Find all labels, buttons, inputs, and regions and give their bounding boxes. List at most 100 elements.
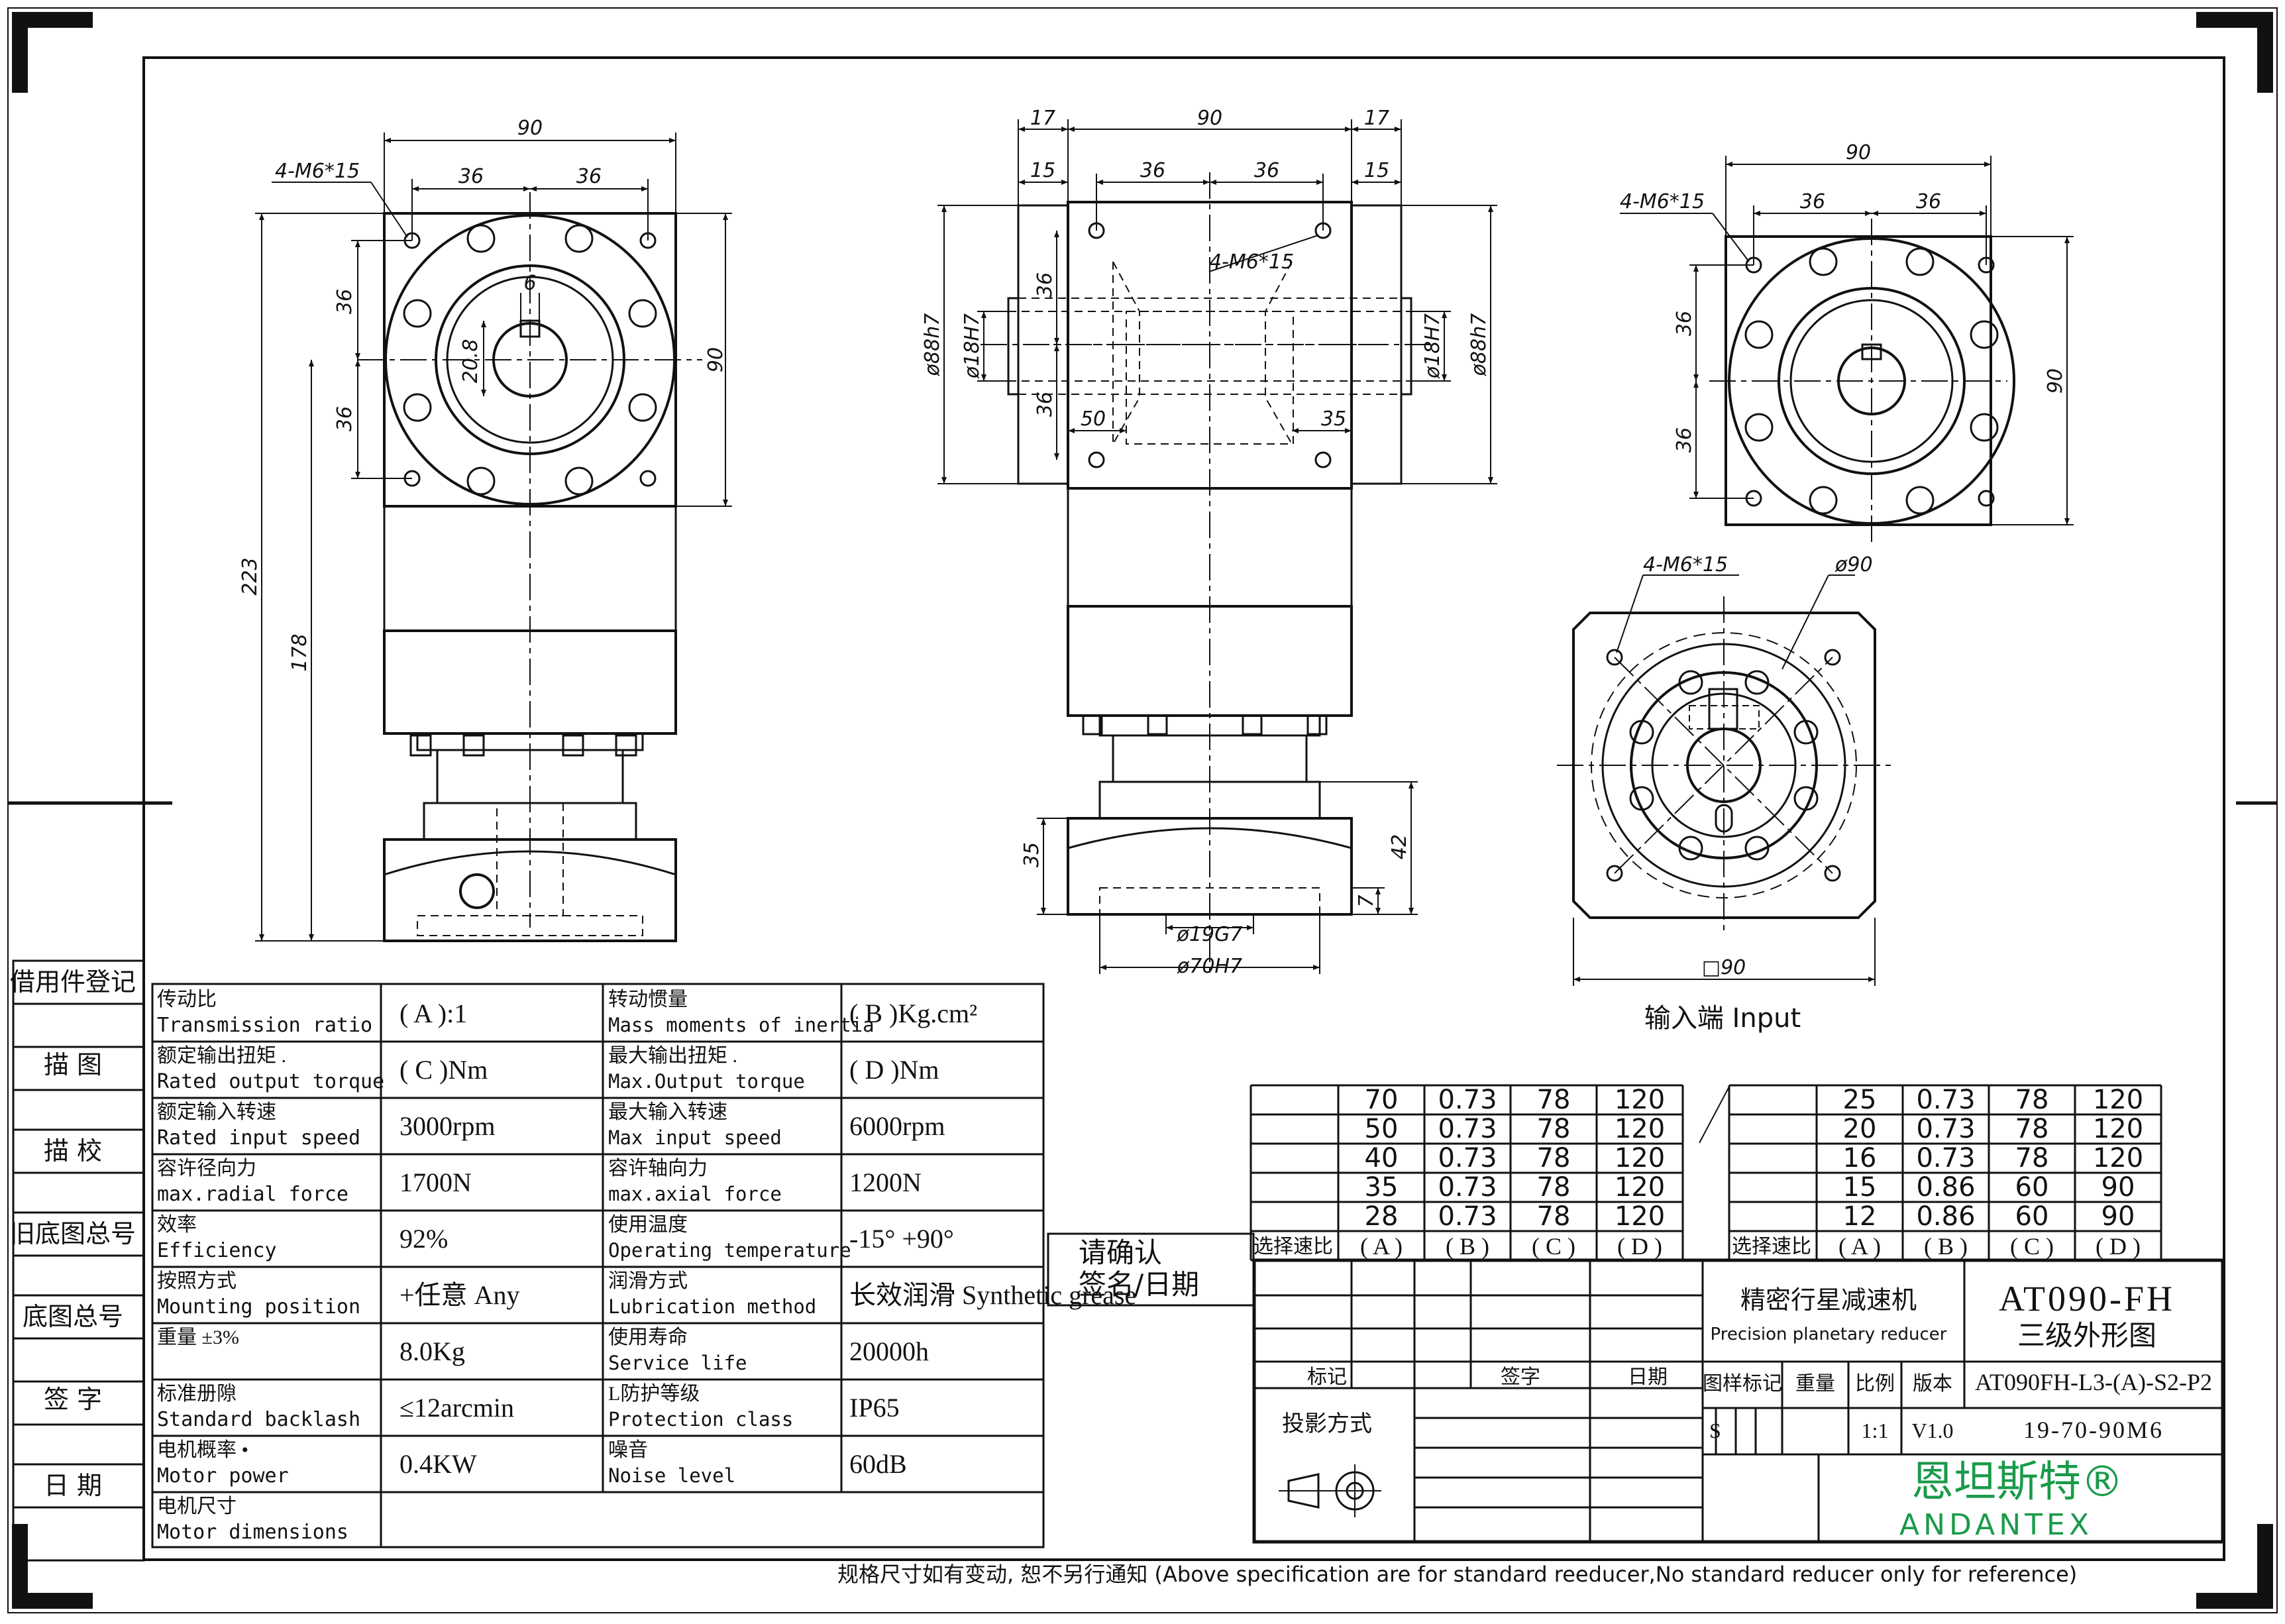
dim-v1-side-h: 90 — [704, 347, 727, 372]
spec-label-en: Transmission ratio — [157, 1014, 372, 1037]
spec-label2-en: Operating temperature — [608, 1239, 851, 1262]
spec-label2-en: Lubrication method — [608, 1295, 816, 1318]
dim-v2-right-stub: 17 — [1364, 107, 1389, 130]
dim-v1-pitch-right: 36 — [576, 165, 602, 188]
spec-label-zh: 容许径向力 — [157, 1158, 256, 1179]
title-mark: 标记 — [1307, 1366, 1347, 1389]
dim-v3-holes: 4-M6*15 — [1620, 190, 1705, 213]
spec-label2-zh: 使用温度 — [608, 1214, 688, 1236]
dim-v2-bore-left: ø18H7 — [961, 313, 984, 379]
side-label-base: 底图总号 — [23, 1302, 123, 1331]
ratio-right-footer-cell: ( D ) — [2096, 1233, 2141, 1260]
spec-label-zh: 按照方式 — [157, 1270, 237, 1292]
side-label-old-base: 旧底图总号 — [10, 1219, 136, 1248]
dim-v3-width: 90 — [1846, 141, 1871, 164]
dim-v2-dia-left: ø88h7 — [921, 313, 944, 377]
spec-label-zh: 额定输入转速 — [157, 1101, 276, 1123]
title-version: V1.0 — [1911, 1419, 1953, 1442]
ratio-left-cell: 78 — [1537, 1172, 1571, 1203]
dim-v2-dist-left: 50 — [1081, 407, 1106, 431]
spec-label2-zh: L防护等级 — [608, 1383, 700, 1405]
dim-v1-body-len: 178 — [288, 633, 311, 671]
footer-note: 规格尺寸如有变动, 恕不另行通知 (Above specification ar… — [837, 1562, 2077, 1587]
title-model: AT090-FH — [1999, 1279, 2175, 1319]
spec-value2: 6000rpm — [849, 1111, 945, 1141]
dim-v2-width: 90 — [1197, 107, 1222, 130]
dim-v4-holes: 4-M6*15 — [1643, 553, 1728, 576]
dim-v2-h42: 42 — [1388, 834, 1411, 859]
ratio-left-footer-cell: ( B ) — [1446, 1233, 1489, 1260]
spec-value: 3000rpm — [399, 1111, 495, 1141]
ratio-left-cell: 120 — [1615, 1143, 1665, 1173]
spec-label2-zh: 转动惯量 — [608, 989, 688, 1010]
side-label-check: 描 校 — [44, 1136, 102, 1165]
spec-value2: 60dB — [849, 1449, 907, 1479]
ratio-right-cell: 0.73 — [1916, 1085, 1975, 1115]
ratio-left-cell: 78 — [1537, 1085, 1571, 1115]
spec-label2-en: Service life — [608, 1352, 747, 1374]
brand-logo-zh: 恩坦斯特® — [1911, 1458, 2123, 1507]
title-header-version: 版本 — [1913, 1372, 1952, 1395]
ratio-right-cell: 90 — [2101, 1201, 2135, 1232]
dim-v1-key-width: 6 — [523, 272, 536, 295]
title-product-zh: 精密行星减速机 — [1740, 1285, 1917, 1315]
ratio-left-cell: 78 — [1537, 1201, 1571, 1232]
spec-label2-en: Protection class — [608, 1408, 793, 1431]
ratio-left-cell: 35 — [1365, 1172, 1399, 1203]
spec-value2: 1200N — [849, 1167, 922, 1197]
spec-label-en: Motor power — [157, 1464, 289, 1488]
side-register-column — [12, 959, 145, 1562]
ratio-left-cell: 0.73 — [1438, 1201, 1497, 1232]
dim-v2-dist-right: 35 — [1321, 407, 1346, 431]
spec-label2-en: Max.Output torque — [608, 1070, 805, 1093]
dim-v4-square: □90 — [1702, 956, 1746, 979]
spec-value2: 20000h — [849, 1336, 929, 1366]
title-scale: 1:1 — [1862, 1419, 1889, 1442]
view-input-end — [1557, 596, 1891, 934]
spec-label2-zh: 最大输入转速 — [608, 1101, 727, 1123]
title-sign: 签字 — [1501, 1366, 1540, 1389]
view-section-dims — [937, 119, 1497, 974]
ratio-right-cell: 0.86 — [1916, 1172, 1975, 1203]
ratio-left-footer-cell: ( C ) — [1532, 1233, 1575, 1260]
ratio-left-footer-cell: ( D ) — [1617, 1233, 1662, 1260]
ratio-right-footer-cell: ( A ) — [1838, 1233, 1881, 1260]
spec-value: ( A ):1 — [399, 999, 467, 1028]
spec-value: ( C )Nm — [399, 1055, 488, 1085]
title-header-scale: 比例 — [1855, 1372, 1895, 1395]
dim-v2-right-shoulder: 15 — [1364, 159, 1389, 182]
spec-label-en: Mounting position — [157, 1295, 360, 1319]
ratio-left-cell: 120 — [1615, 1201, 1665, 1232]
ratio-right-cell: 78 — [2015, 1114, 2049, 1144]
ratio-left-footer-cell: ( A ) — [1360, 1233, 1403, 1260]
spec-label2-zh: 最大输出扭矩 . — [608, 1045, 737, 1067]
spec-value: 0.4KW — [399, 1449, 477, 1479]
spec-label2-zh: 噪音 — [608, 1439, 648, 1461]
dim-v2-bore-right: ø18H7 — [1421, 313, 1444, 379]
spec-label-zh: 效率 — [157, 1214, 197, 1236]
dim-v1-total-len: 223 — [239, 557, 262, 595]
spec-label-en: Rated input speed — [157, 1126, 360, 1150]
view-output-front — [358, 192, 702, 942]
ratio-left-cell: 78 — [1537, 1143, 1571, 1173]
ratio-left-cell: 120 — [1615, 1085, 1665, 1115]
spec-value: 8.0Kg — [399, 1336, 465, 1366]
spec-label-en: max.radial force — [157, 1183, 348, 1206]
spec-label-zh: 电机尺寸 — [157, 1495, 237, 1517]
ratio-right-cell: 0.86 — [1916, 1201, 1975, 1232]
spec-label-en: Motor dimensions — [157, 1521, 348, 1544]
spec-table-grid — [151, 983, 1045, 1548]
title-header-pattern: 图样标记 — [1703, 1372, 1782, 1395]
spec-label2-en: max.axial force — [608, 1183, 782, 1205]
ratio-left-cell: 50 — [1365, 1114, 1399, 1144]
dim-v3-pitch-right: 36 — [1916, 190, 1941, 213]
spec-value2: -15° +90° — [849, 1224, 954, 1254]
input-end-caption: 输入端 Input — [1644, 1003, 1801, 1034]
dim-v2-vpitch-top: 36 — [1034, 272, 1057, 298]
title-projection: 投影方式 — [1282, 1411, 1372, 1437]
dim-v2-bore-in: ø19G7 — [1177, 923, 1243, 946]
ratio-left-cell: 28 — [1365, 1201, 1399, 1232]
